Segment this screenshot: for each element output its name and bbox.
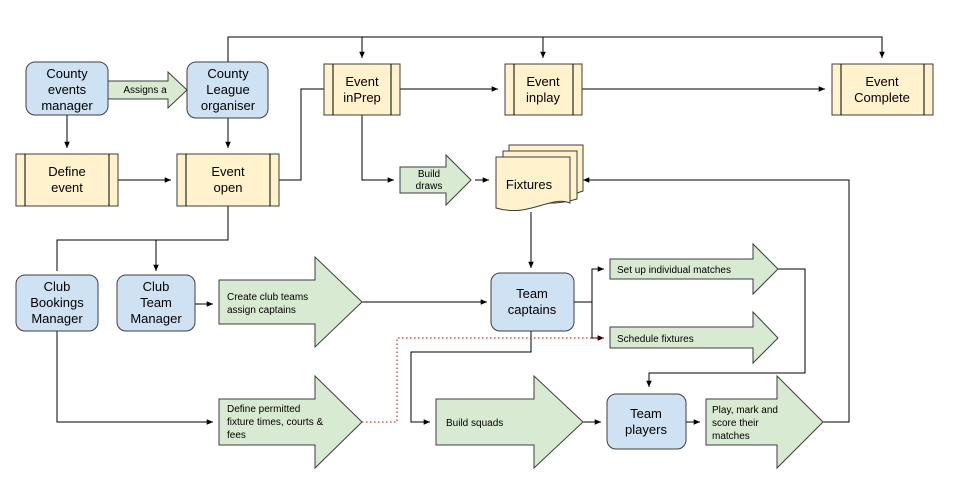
event-open-box: Event open [176,153,280,207]
build-draws-line-1: Build [418,169,440,180]
club-bookings-manager-line-1: Club [44,279,71,294]
event-complete-line-1: Event [865,74,899,89]
assigns-arrow: Assigns a [107,70,188,110]
club-bookings-manager-line-3: Manager [31,311,83,326]
event-inplay-line-1: Event [526,74,560,89]
event-inprep-line-2: inPrep [343,90,381,105]
county-events-manager-line-1: County [46,66,88,81]
county-events-manager-line-3: manager [41,98,93,113]
schedule-fixtures-arrow: Schedule fixtures [609,310,779,365]
define-event-line-1: Define [48,164,86,179]
define-event-line-2: event [51,180,83,195]
play-mark-score-line-2: score their [712,418,759,429]
assigns-label: Assigns a [123,85,167,96]
define-permitted-line-3: fees [227,430,246,441]
create-club-teams-line-1: Create club teams [227,292,308,303]
define-permitted-line-1: Define permitted [227,404,300,415]
event-inprep-box: Event inPrep [323,63,401,116]
event-complete-line-2: Complete [854,90,910,105]
event-inprep-line-1: Event [345,74,379,89]
schedule-fixtures-label: Schedule fixtures [617,334,694,345]
play-mark-score-line-1: Play, mark and [712,405,778,416]
club-team-manager-line-3: Manager [130,311,182,326]
define-permitted-line-2: fixture times, courts & [227,417,323,428]
create-club-teams-line-2: assign captains [227,305,296,316]
team-players-line-2: players [625,422,667,437]
event-open-line-1: Event [211,164,245,179]
club-team-manager-line-2: Team [140,295,172,310]
edge-play-to-fixtures [583,177,850,423]
county-events-manager-line-2: events [48,82,87,97]
team-captains-box: Team captains [490,272,575,332]
team-players-line-1: Team [630,406,662,421]
edge-inprep-to-build-draws [361,115,394,183]
build-draws-line-2: draws [416,181,443,192]
create-club-teams-arrow: Create club teams assign captains [218,255,363,349]
club-bookings-manager-line-2: Bookings [30,295,84,310]
edge-captains-to-build-squads [410,331,532,425]
edge-captains-to-set-up [574,266,604,303]
define-event-box: Define event [15,153,119,207]
play-mark-score-arrow: Play, mark and score their matches [705,374,824,470]
club-team-manager-line-1: Club [143,279,170,294]
edge-open-to-inprep [279,88,324,181]
event-inplay-line-2: inplay [526,90,560,105]
team-captains-line-1: Team [516,286,548,301]
event-open-line-2: open [214,180,243,195]
county-league-organiser-box: County League organiser [186,61,269,119]
county-league-organiser-line-3: organiser [201,98,256,113]
edge-open-to-bookings [56,206,229,271]
team-players-box: Team players [606,393,687,450]
edge-captains-to-schedule [591,302,604,341]
county-league-organiser-line-1: County [207,66,249,81]
edge-set-up-to-players [646,268,806,387]
build-squads-label: Build squads [446,418,503,429]
county-league-organiser-line-2: League [206,82,249,97]
team-captains-line-2: captains [508,302,557,317]
club-bookings-manager-box: Club Bookings Manager [15,274,99,332]
build-draws-arrow: Build draws [399,153,472,207]
set-up-individual-arrow: Set up individual matches [609,242,779,296]
edge-dotted-permitted-to-schedule [362,337,604,423]
event-inplay-box: Event inplay [504,63,583,116]
county-events-manager-box: County events manager [25,61,109,116]
fixtures-label: Fixtures [506,177,553,192]
fixtures-document: Fixtures [495,144,584,212]
club-team-manager-box: Club Team Manager [116,274,196,332]
connectors [56,36,885,425]
edge-bookings-to-define-permitted [56,331,213,425]
edge-organiser-to-complete [227,36,885,62]
set-up-individual-label: Set up individual matches [617,265,731,276]
event-complete-box: Event Complete [831,63,934,116]
define-permitted-arrow: Define permitted fixture times, courts &… [218,374,363,470]
play-mark-score-line-3: matches [712,431,750,442]
build-squads-arrow: Build squads [435,374,584,470]
